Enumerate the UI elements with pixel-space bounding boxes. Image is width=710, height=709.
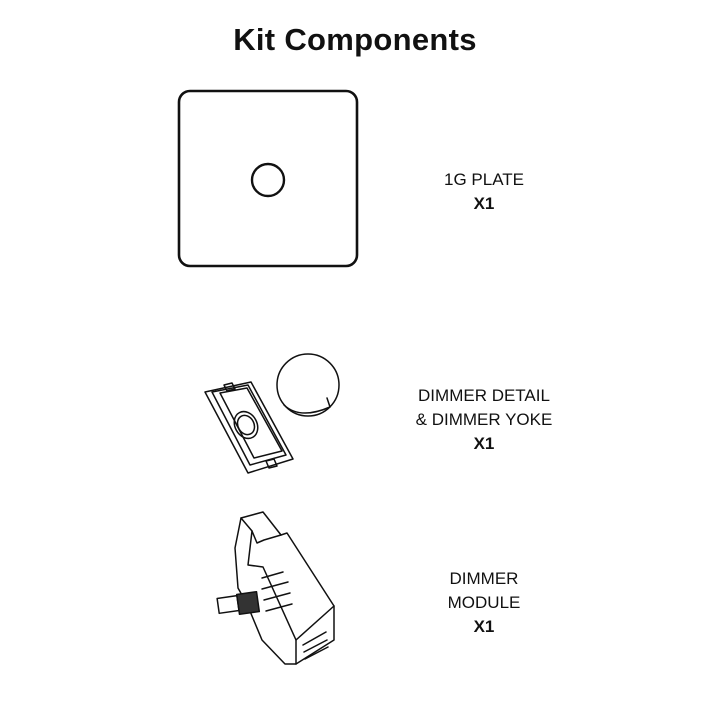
dimmer-module-label: DIMMER MODULE X1: [384, 567, 584, 639]
component-name: MODULE: [447, 593, 521, 612]
component-name: DIMMER: [449, 569, 519, 588]
plate-drawing: [177, 89, 359, 268]
component-quantity: X1: [473, 194, 495, 213]
component-quantity: X1: [473, 617, 495, 636]
component-name: & DIMMER YOKE: [415, 410, 553, 429]
component-name: 1G PLATE: [444, 170, 524, 189]
dimmer-detail-label: DIMMER DETAIL & DIMMER YOKE X1: [384, 384, 584, 456]
component-quantity: X1: [473, 434, 495, 453]
page-title: Kit Components: [233, 22, 477, 57]
dimmer-detail-yoke-drawing: [204, 353, 340, 474]
component-name: DIMMER DETAIL: [418, 386, 550, 405]
dimmer-module-drawing: [216, 511, 335, 665]
plate-label: 1G PLATE X1: [384, 168, 584, 216]
